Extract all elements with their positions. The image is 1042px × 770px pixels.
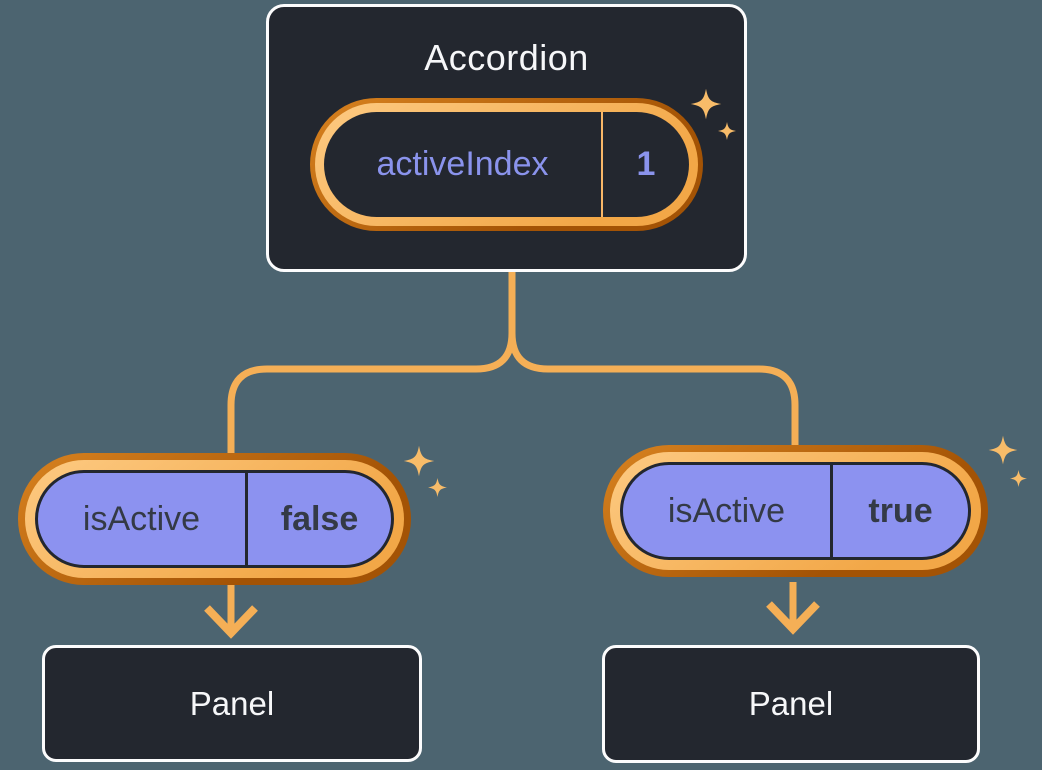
sparkle-icon (1009, 469, 1028, 488)
arrow-right-head (766, 601, 820, 635)
prop-pill-left: isActive false (18, 453, 411, 585)
prop-pill-right-name: isActive (667, 491, 786, 530)
arrow-left-head (204, 605, 258, 639)
accordion-title: Accordion (424, 37, 589, 78)
prop-pill-right-ring: isActive true (610, 452, 981, 570)
state-pill-divider (601, 112, 603, 217)
prop-pill-right-body: isActive true (620, 462, 971, 560)
sparkle-icon (427, 477, 448, 498)
sparkle-icon (717, 121, 737, 141)
panel-node-right: Panel (602, 645, 980, 763)
prop-pill-left-value: false (280, 499, 359, 538)
prop-pill-left-ring: isActive false (25, 460, 404, 578)
state-pill-ring: activeIndex 1 (315, 103, 698, 226)
state-pill-name: activeIndex (376, 145, 549, 183)
prop-pill-right-divider (830, 465, 833, 557)
prop-pill-left-name: isActive (82, 499, 201, 538)
prop-pill-right-value: true (868, 491, 933, 530)
state-pill-body: activeIndex 1 (324, 112, 689, 217)
panel-right-label: Panel (748, 685, 834, 722)
panel-left-label: Panel (189, 684, 275, 722)
panel-node-left: Panel (42, 645, 422, 762)
connector-left-branch (227, 270, 516, 456)
state-pill-value: 1 (636, 145, 656, 183)
prop-pill-left-divider (245, 473, 248, 565)
sparkle-icon (987, 434, 1019, 466)
sparkle-icon (402, 444, 436, 478)
sparkle-icon (689, 87, 723, 121)
state-pill: activeIndex 1 (310, 98, 703, 231)
connector-right-branch (508, 270, 799, 448)
prop-pill-right: isActive true (603, 445, 988, 577)
prop-pill-left-body: isActive false (35, 470, 394, 568)
